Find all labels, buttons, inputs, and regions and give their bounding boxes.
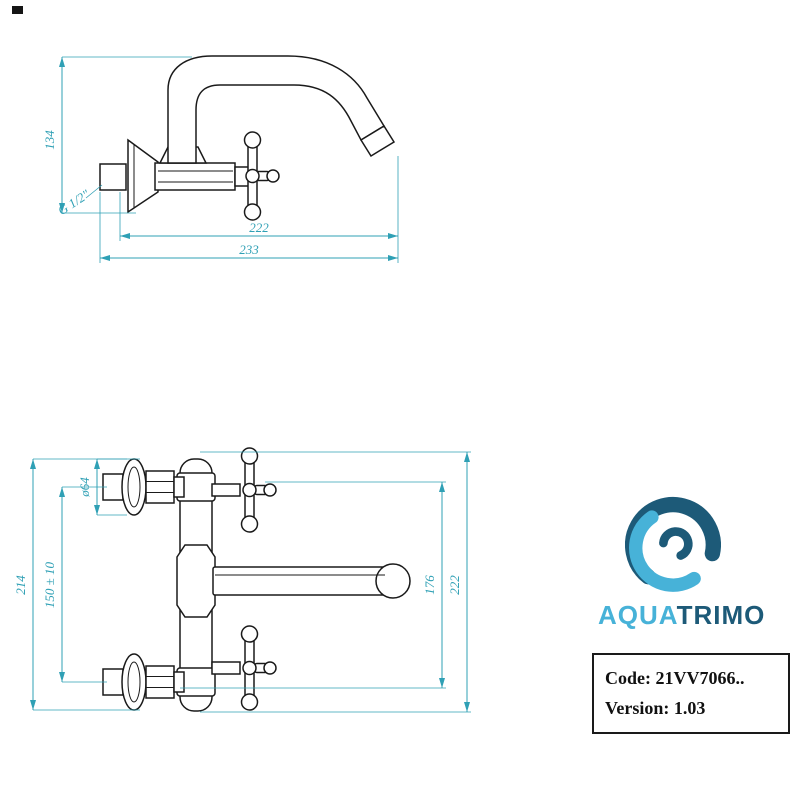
version-value: 1.03 xyxy=(673,697,706,718)
dim-label-inner-height: 176 xyxy=(422,575,437,595)
side-view-drawing: 134 G 1/2" 222 233 xyxy=(42,55,399,263)
cross-handle-bottom xyxy=(211,625,277,711)
code-label: Code: xyxy=(605,668,651,688)
dim-label-spout-reach: 222 xyxy=(249,220,269,235)
wall-mount-bottom xyxy=(102,653,185,711)
dimension-222: 222 xyxy=(119,156,399,241)
cross-handle-top xyxy=(211,447,277,533)
product-code-row: Code: 21VV7066.. xyxy=(605,664,777,694)
brand-name: AQUATRIMO xyxy=(598,600,764,631)
dimension-176: 176 xyxy=(180,481,446,689)
dimension-214: 214 xyxy=(15,458,140,711)
dim-label-mount-centers: 150 ± 10 xyxy=(42,561,57,608)
dim-label-total-reach: 233 xyxy=(239,242,259,257)
code-value: 21VV7066.. xyxy=(655,668,745,688)
wall-mount-top xyxy=(102,458,185,516)
cross-handle xyxy=(234,131,280,221)
brand-name-trimo: TRIMO xyxy=(676,600,766,630)
dimension-134: 134 xyxy=(42,56,192,214)
brand-name-aqua: AQUA xyxy=(598,600,677,630)
faucet-body xyxy=(154,162,236,191)
faucet-front-body xyxy=(102,447,411,712)
thread-connector xyxy=(99,163,127,191)
corner-print-mark xyxy=(12,6,23,14)
logo-swirl-icon xyxy=(625,496,721,592)
dim-label-total-height: 214 xyxy=(15,575,28,595)
dim-label-overall-height: 222 xyxy=(447,575,462,595)
dimension-233: 233 xyxy=(99,192,399,263)
brand-logo: AQUATRIMO xyxy=(598,496,764,631)
spout-aerator xyxy=(359,124,396,158)
wall-escutcheon xyxy=(127,138,159,214)
dimension-centers: 150 ± 10 xyxy=(42,486,107,683)
version-label: Version: xyxy=(605,697,670,718)
front-view-drawing: 214 ø64 150 ± 10 176 222 xyxy=(15,447,471,713)
spout-mount-hex xyxy=(176,544,216,618)
product-info-box: Code: 21VV7066.. Version: 1.03 xyxy=(592,653,790,735)
faucet-side-body xyxy=(99,55,396,221)
swivel-spout xyxy=(167,55,386,164)
dimension-222-front: 222 xyxy=(200,451,471,713)
dim-label-height: 134 xyxy=(42,130,57,150)
spout-front xyxy=(212,563,411,599)
product-version-row: Version: 1.03 xyxy=(605,694,777,724)
